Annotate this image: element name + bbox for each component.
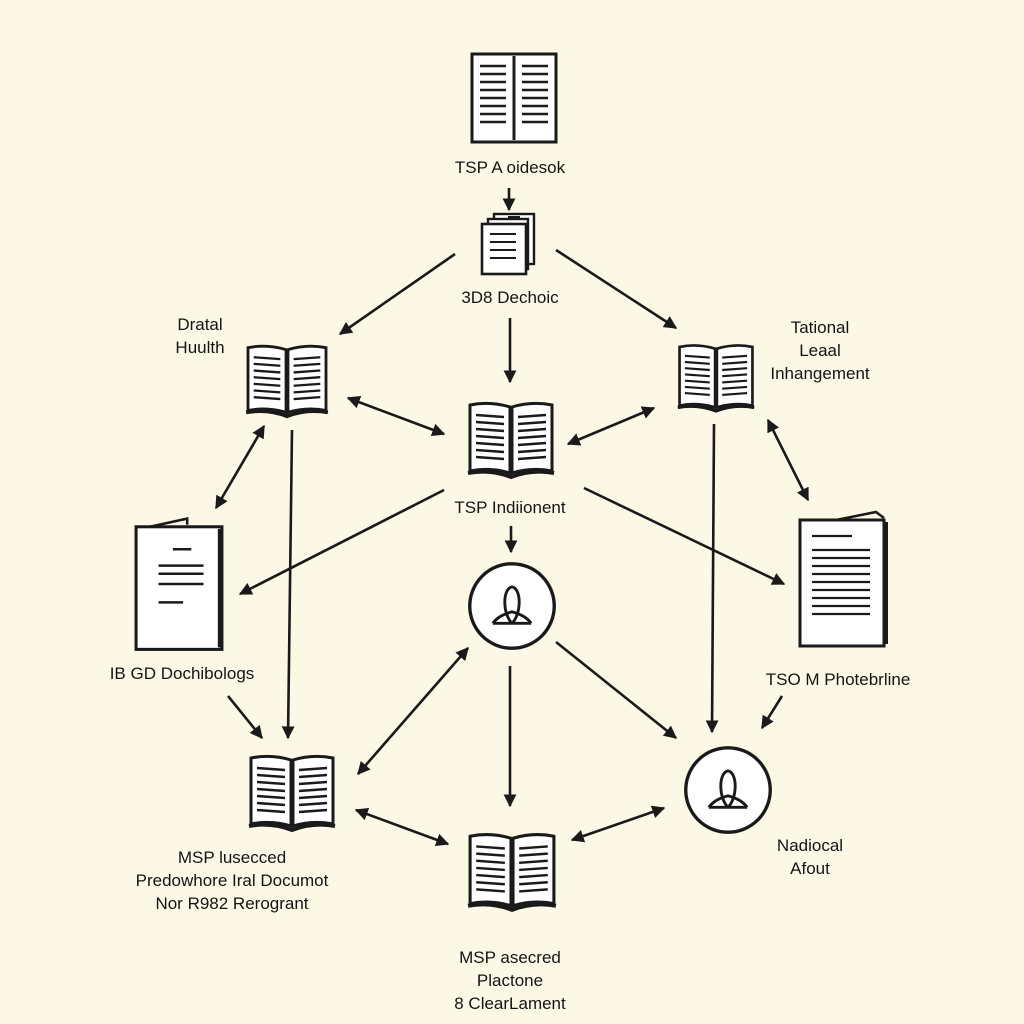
edge-left-book-left-doc: [214, 424, 266, 510]
label-right-book: Tational Leaal Inhangement: [770, 318, 870, 383]
label-left-book: Dratal Huulth: [175, 315, 225, 357]
top-book-icon: [470, 52, 558, 144]
edge-left-doc-to-bottom-left: [226, 695, 264, 740]
center-person-icon: [468, 562, 556, 650]
edge-stack-to-left-book: [338, 252, 456, 336]
edge-right-doc-to-right-circle: [760, 695, 784, 730]
bottom-left-book-icon: [249, 756, 335, 830]
edge-right-book-to-right-circle: [705, 423, 719, 734]
edge-center-to-right-doc: [583, 486, 786, 586]
label-left-doc: IB GD Dochibologs: [109, 664, 255, 683]
edge-center-to-left-doc: [238, 488, 445, 596]
edge-circle-bottom-left: [357, 647, 469, 775]
right-person-icon: [684, 746, 772, 834]
label-center-book: TSP Indiionent: [454, 498, 566, 517]
label-right-circle: Nadiocal Afout: [776, 836, 844, 878]
right-book-icon: [676, 343, 756, 413]
edge-bottom-center-right-circle: [570, 805, 666, 843]
left-book-icon: [244, 344, 330, 419]
label-right-doc: TSO M Photebrline: [765, 670, 911, 689]
edge-bottom-left-bottom-center: [354, 807, 450, 847]
label-doc-stack: 3D8 Dechoic: [461, 288, 559, 307]
label-bottom-left-book: MSP lusecced Predowhore Iral Documot Nor…: [135, 848, 329, 913]
right-document-icon: [798, 510, 888, 648]
bottom-center-book-icon: [468, 835, 556, 910]
label-bottom-center-book: MSP asecred Plactone 8 ClearLament: [454, 948, 566, 1013]
label-top-book: TSP A oidesok: [454, 158, 566, 177]
edge-circle-to-right-circle: [555, 640, 678, 740]
left-document-icon: [136, 519, 222, 650]
document-stack-icon: [480, 212, 536, 276]
edge-right-center-book: [566, 406, 656, 446]
edge-left-center-book: [346, 396, 446, 436]
edge-stack-to-right-book: [555, 248, 678, 330]
edge-left-book-to-bottom-left: [281, 429, 295, 740]
center-book-icon: [468, 403, 554, 477]
edges: [214, 188, 810, 847]
edge-right-book-right-doc: [766, 418, 810, 502]
